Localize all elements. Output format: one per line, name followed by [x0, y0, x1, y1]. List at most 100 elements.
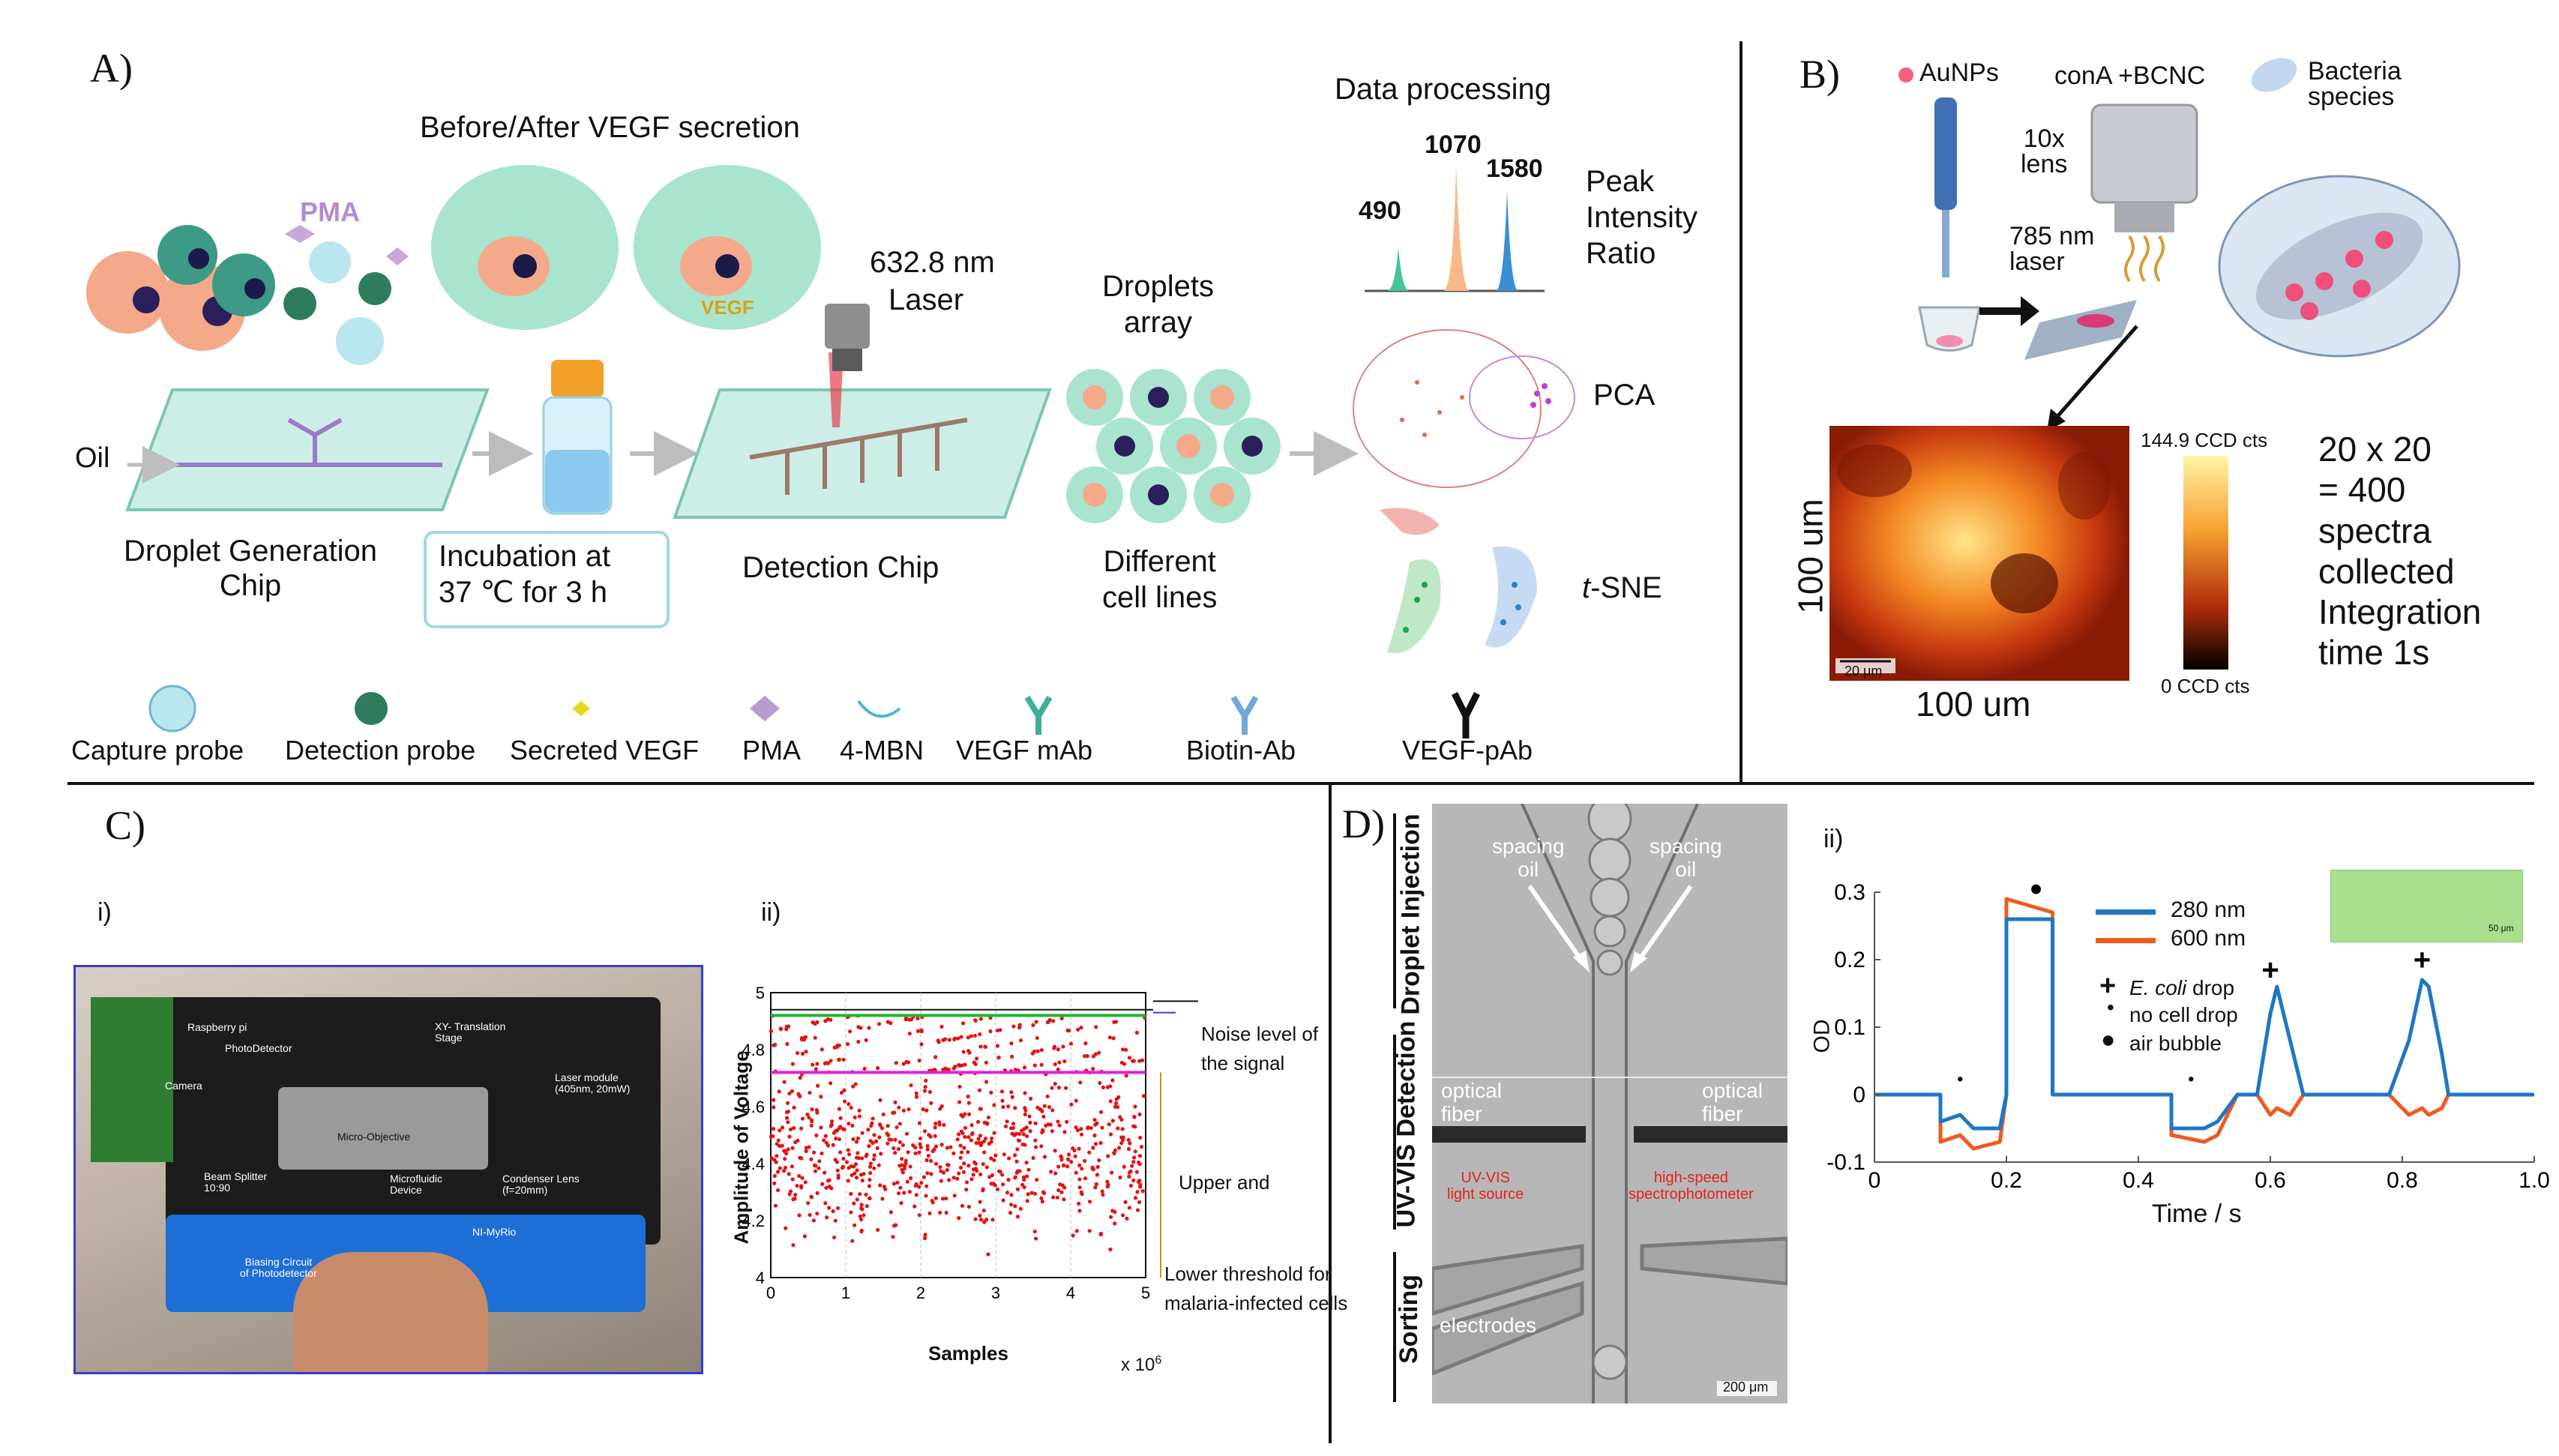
chart-c-point	[1032, 1229, 1037, 1234]
chart-c-point	[972, 1033, 977, 1038]
chart-c-point	[1092, 1133, 1097, 1138]
chart-c-point	[868, 1170, 873, 1176]
chart-c-point	[1053, 1062, 1057, 1067]
chart-c-xtick-label: 1	[841, 1284, 850, 1302]
chart-c-point	[837, 1126, 842, 1131]
chart-c-point	[957, 1100, 962, 1104]
chart-c-point	[1056, 1085, 1062, 1090]
chart-c-point	[955, 1137, 960, 1142]
chart-c-point	[914, 1095, 919, 1099]
chart-c-point	[867, 1196, 872, 1200]
chart-c-point	[1047, 1122, 1053, 1127]
chart-c-point	[783, 1149, 788, 1153]
chart-c-point	[1135, 1190, 1140, 1194]
chart-c-point	[1126, 1137, 1131, 1143]
chart-c-point	[918, 1145, 923, 1149]
chart-c-point	[859, 1203, 864, 1207]
chart-c-point	[885, 1124, 890, 1128]
chart-c-point	[917, 1213, 921, 1218]
chart-c-point	[814, 1164, 818, 1168]
chart-c-point	[927, 1211, 932, 1215]
chart-c-point	[839, 1090, 844, 1095]
chart-c-point	[1008, 1211, 1013, 1215]
chart-c-point	[903, 1017, 908, 1022]
heatmap-scale-label: 20 μm	[1844, 664, 1883, 679]
chart-c-point	[787, 1172, 791, 1176]
chart-c-point	[1017, 1138, 1022, 1143]
chart-c-point	[829, 1124, 833, 1128]
side-label-sorting: Sorting	[1394, 1275, 1423, 1364]
chart-c-point	[899, 1201, 903, 1206]
chart-c-point	[964, 1188, 969, 1192]
chart-c-point	[1127, 1170, 1132, 1175]
chart-c-point	[960, 1114, 965, 1119]
chart-c-point	[1059, 1158, 1064, 1162]
chart-c-point	[1041, 1190, 1046, 1194]
chart-c-point	[1013, 1175, 1018, 1179]
chart-c-point	[1131, 1059, 1135, 1063]
chart-d-inset: 50 μm	[2330, 870, 2523, 942]
chart-c-point	[1085, 1053, 1089, 1059]
chart-c-point	[963, 1062, 967, 1067]
chart-c-point	[807, 1116, 811, 1120]
chart-c-point	[906, 1150, 910, 1155]
chart-c-point	[957, 1063, 963, 1068]
chart-c-point	[946, 1163, 951, 1167]
chart-c-point	[1027, 1114, 1032, 1119]
chart-c-point	[846, 1042, 850, 1047]
chart-c-point	[853, 1171, 857, 1176]
raspberry-board	[91, 997, 173, 1162]
chart-c-point	[957, 1216, 961, 1221]
chart-c-point	[1073, 1154, 1077, 1158]
chart-c-point	[1040, 1130, 1044, 1135]
chart-c-point	[799, 1184, 804, 1188]
chart-c-point	[846, 1148, 851, 1152]
chart-c-point	[1056, 1067, 1060, 1071]
chart-c-point	[995, 1028, 1000, 1033]
chart-c-point	[1056, 1188, 1061, 1193]
chart-c-point	[1120, 1127, 1125, 1131]
chart-c-point	[775, 1154, 779, 1158]
chart-c-point	[966, 1164, 971, 1168]
chart-c-point	[1050, 1086, 1054, 1090]
chart-c-point	[1011, 1122, 1016, 1126]
chart-c-point	[934, 1161, 939, 1166]
laser-objective	[825, 304, 870, 371]
chart-c-point	[824, 1185, 829, 1190]
chart-c-point	[929, 1101, 933, 1105]
chart-c-point	[838, 1150, 843, 1155]
chart-c-point	[907, 1189, 912, 1194]
chart-c-point	[1015, 1169, 1020, 1173]
chart-c-ytick-label: 4.2	[742, 1212, 765, 1230]
chart-c-point	[864, 1038, 868, 1042]
chart-c-point	[1128, 1183, 1134, 1188]
chart-c-point	[1034, 1020, 1038, 1024]
chart-c-point	[823, 1201, 828, 1206]
chart-c-point	[867, 1164, 873, 1169]
chart-c-point	[1040, 1109, 1044, 1113]
chart-c-point	[1132, 1115, 1137, 1119]
chart-c-point	[906, 1060, 911, 1065]
chart-c-point	[978, 1172, 983, 1176]
chart-c-point	[901, 1108, 906, 1113]
chart-c-point	[1083, 1053, 1087, 1059]
chart-c-point	[928, 1158, 933, 1163]
chart-c-point	[971, 1173, 975, 1177]
chart-c-point	[1108, 1084, 1113, 1089]
chart-c-point	[930, 1149, 935, 1153]
chart-c-point	[776, 1188, 781, 1193]
chart-c-point	[936, 1040, 941, 1044]
chart-c-point	[928, 1134, 933, 1139]
chart-c-point	[975, 1119, 981, 1124]
photo-label-condenser: Condenser Lens (f=20mm)	[502, 1173, 580, 1197]
chart-c-point	[819, 1125, 823, 1130]
chart-c-point	[989, 1090, 993, 1095]
chart-c-point	[1039, 1144, 1044, 1149]
oil-label: Oil	[75, 442, 110, 474]
chart-c-point	[978, 1044, 983, 1049]
chart-c-point	[879, 1152, 883, 1156]
chart-c-point	[802, 1234, 807, 1239]
chart-c-point	[849, 1191, 853, 1196]
chart-c-point	[819, 1095, 823, 1099]
chart-c-point	[1024, 1134, 1029, 1139]
